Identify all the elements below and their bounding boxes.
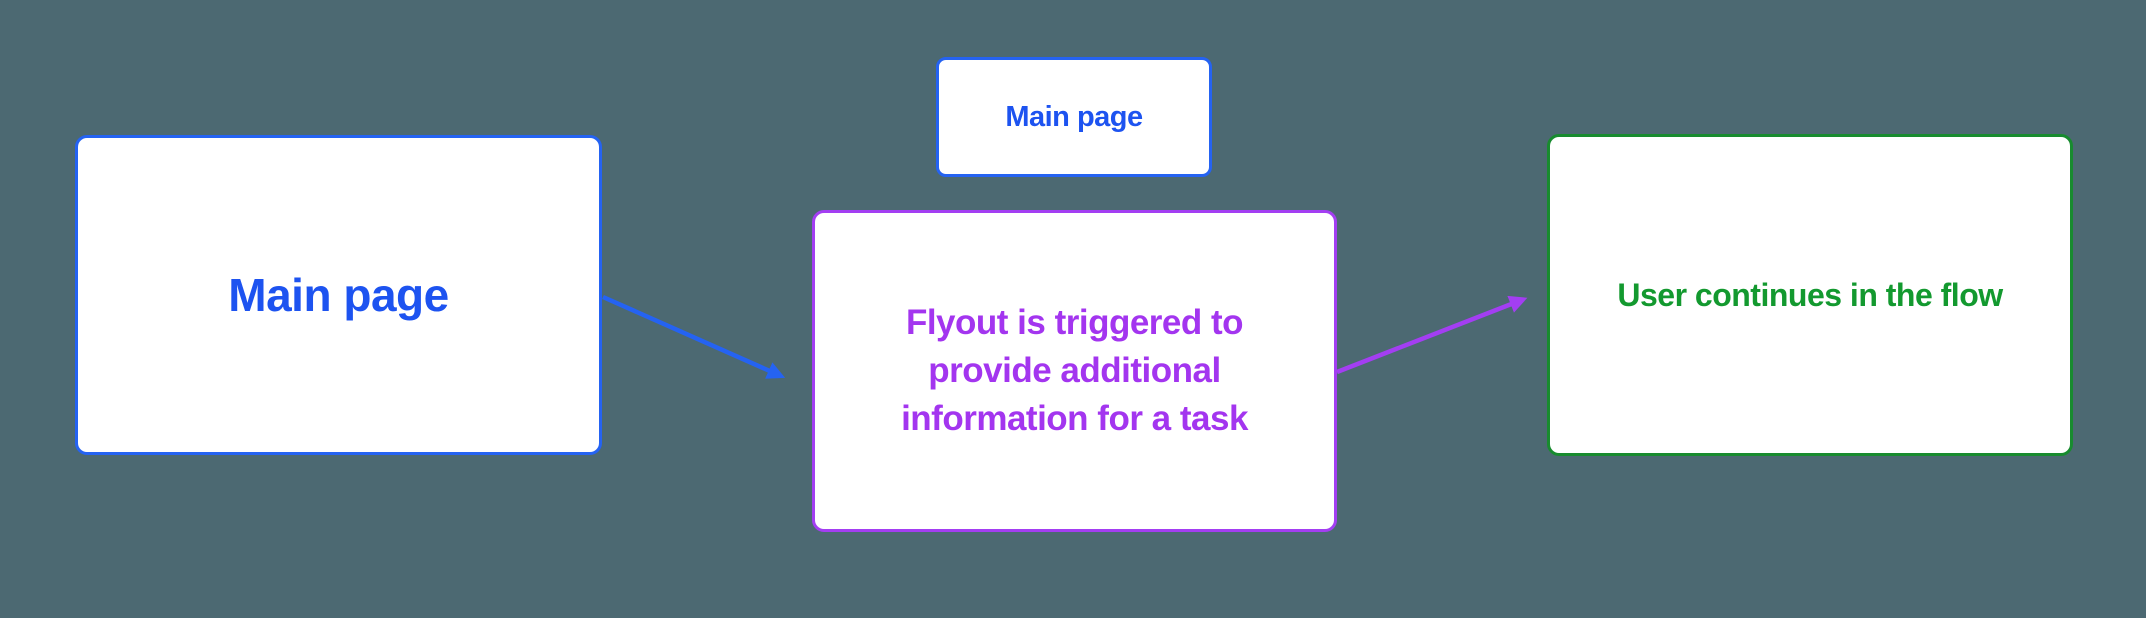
connector-flyout-to-continue[interactable] [1336,295,1528,375]
node-flyout[interactable]: Flyout is triggered to provide additiona… [812,210,1337,532]
node-user-continues-label: User continues in the flow [1617,276,2003,313]
node-flyout-line-3: information for a task [901,399,1248,438]
node-main-page-label: Main page [228,269,449,321]
node-user-continues[interactable]: User continues in the flow [1547,134,2073,456]
node-main-page-small[interactable]: Main page [936,57,1212,177]
node-flyout-line-1: Flyout is triggered to [905,303,1244,342]
node-flyout-label: Flyout is triggered to provide additiona… [901,299,1248,443]
node-flyout-line-2: provide additional [928,351,1221,390]
connector-main-to-flyout[interactable] [602,294,786,379]
node-main-page[interactable]: Main page [75,135,602,455]
node-main-page-small-label: Main page [1005,100,1143,133]
